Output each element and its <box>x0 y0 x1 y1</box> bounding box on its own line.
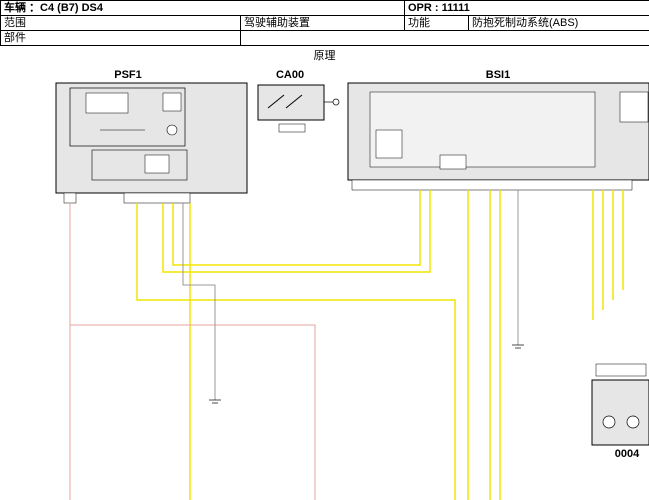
c0004-title: 0004 <box>615 448 640 460</box>
diagram-title: 原理 <box>313 50 336 62</box>
header-table: 车辆 ：C4 (B7) DS4 OPR : 11111 范围 驾驶辅助装置 功能… <box>0 0 649 48</box>
c0004-box <box>591 363 649 446</box>
pink-wires <box>69 203 316 500</box>
psf1-box <box>55 82 248 204</box>
part-label: 部件 <box>0 30 241 46</box>
bsi1-title: BSI1 <box>486 69 510 81</box>
ca00-title: CA00 <box>276 69 304 81</box>
yellow-wires <box>136 190 624 500</box>
grey-wires <box>182 190 519 400</box>
ca00-box <box>257 84 340 133</box>
psf1-title: PSF1 <box>114 69 142 81</box>
ground-symbols <box>209 344 524 404</box>
bsi1-box <box>347 82 649 191</box>
function-label: 功能 <box>404 15 469 31</box>
